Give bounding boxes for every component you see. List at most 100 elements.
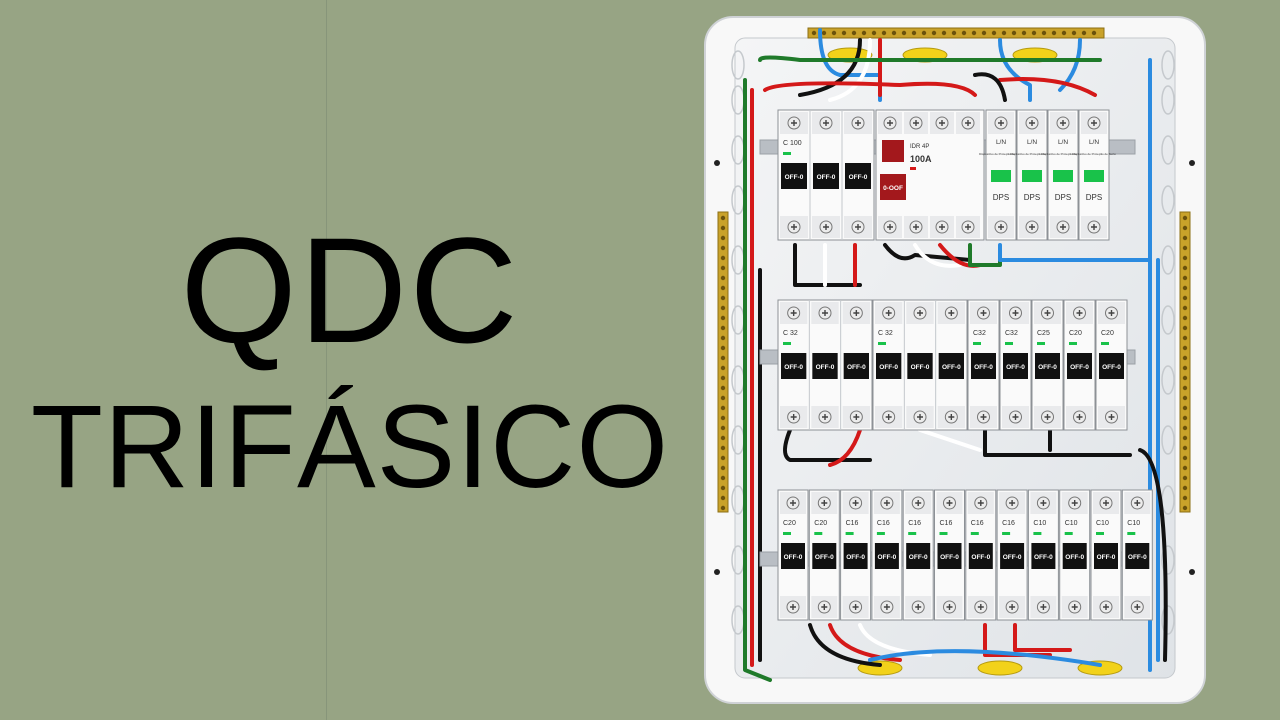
screw-slot: [790, 310, 797, 316]
busbar-screw: [921, 30, 927, 36]
breaker-handle: [1062, 543, 1087, 569]
busbar-screw: [1182, 335, 1188, 341]
knockout-hole: [1161, 365, 1175, 395]
breaker-handle: [1035, 353, 1060, 379]
screw-slot: [965, 120, 971, 126]
screw-slot: [965, 224, 971, 230]
busbar-screw: [720, 315, 726, 321]
screw-slot: [1103, 500, 1109, 506]
busbar-screw: [851, 30, 857, 36]
left-ground-busbar: [717, 211, 729, 513]
off-label: OFF-0: [847, 364, 866, 371]
breaker-rating: C20: [1069, 330, 1082, 337]
breaker-handle: [843, 353, 869, 379]
off-label: OFF-0: [785, 174, 804, 181]
knockout-hole: [1161, 425, 1175, 455]
busbar-screw: [1051, 30, 1057, 36]
off-label: OFF-0: [817, 174, 836, 181]
screw-slot: [883, 500, 890, 506]
busbar-screw: [720, 275, 726, 281]
breaker-handle: [1003, 353, 1028, 379]
screw-slot: [855, 120, 861, 126]
screw-slot: [1044, 310, 1051, 316]
busbar-screw: [1061, 30, 1067, 36]
busbar-screw: [1182, 345, 1188, 351]
busbar-screw: [1182, 295, 1188, 301]
status-indicator: [908, 532, 917, 535]
screw-slot: [1012, 310, 1019, 316]
off-label: OFF-0: [974, 364, 993, 371]
busbar-screw: [1182, 465, 1188, 471]
screw-slot: [946, 500, 953, 506]
status-indicator: [783, 152, 791, 155]
busbar-screw: [911, 30, 917, 36]
off-label: OFF-0: [878, 554, 897, 561]
off-label: OFF-0: [1006, 364, 1025, 371]
dps-status-window: [1022, 170, 1042, 182]
mounting-dot: [1189, 569, 1195, 575]
mounting-dot: [714, 160, 720, 166]
dps-top-label: L/N: [1027, 139, 1037, 146]
busbar-screw: [971, 30, 977, 36]
breaker-handle: [1094, 543, 1118, 569]
knockout-hole: [1161, 50, 1175, 80]
row2-out-red: [828, 428, 862, 467]
screw-slot: [980, 414, 987, 420]
knockout-hole: [1161, 605, 1175, 635]
busbar-screw: [720, 215, 726, 221]
busbar-screw: [881, 30, 887, 36]
busbar-screw: [1182, 235, 1188, 241]
status-indicator: [1064, 532, 1073, 535]
busbar-screw: [811, 30, 817, 36]
breaker-handle: [845, 163, 871, 189]
knockout-hole: [1161, 545, 1175, 575]
dr-test-label: 0-OOF: [883, 185, 903, 192]
busbar-screw: [1182, 455, 1188, 461]
dr-out-white: [913, 243, 962, 268]
dr-out-black: [883, 243, 972, 262]
dps-status-window: [1084, 170, 1104, 182]
busbar-screw: [720, 405, 726, 411]
busbar-screw: [720, 325, 726, 331]
off-label: OFF-0: [784, 364, 803, 371]
busbar-screw: [720, 255, 726, 261]
off-label: OFF-0: [971, 554, 990, 561]
busbar-screw: [720, 445, 726, 451]
status-indicator: [878, 342, 886, 345]
busbar-screw: [1182, 275, 1188, 281]
breaker-handle: [781, 543, 805, 569]
off-label: OFF-0: [942, 364, 961, 371]
busbar-screw: [931, 30, 937, 36]
busbar-screw: [1182, 255, 1188, 261]
busbar-screw: [720, 295, 726, 301]
busbar-screw: [1021, 30, 1027, 36]
off-label: OFF-0: [940, 554, 959, 561]
status-indicator: [876, 532, 885, 535]
screw-slot: [913, 120, 919, 126]
breaker-handle: [971, 353, 996, 379]
breaker-handle: [812, 543, 837, 569]
breaker-handle: [907, 353, 933, 379]
busbar-screw: [1182, 225, 1188, 231]
screw-slot: [1108, 414, 1115, 420]
breaker-handle: [1000, 543, 1025, 569]
row2-out-black-2: [983, 428, 1132, 457]
breaker-handle: [906, 543, 931, 569]
dps-label: DPS: [1024, 193, 1040, 202]
screw-slot: [977, 500, 984, 506]
off-label: OFF-0: [909, 554, 928, 561]
off-label: OFF-0: [1065, 554, 1084, 561]
status-indicator: [970, 532, 979, 535]
screw-slot: [1071, 500, 1078, 506]
screw-slot: [915, 604, 922, 610]
breaker-rating: C16: [971, 520, 984, 527]
knockout-hole: [1161, 135, 1175, 165]
